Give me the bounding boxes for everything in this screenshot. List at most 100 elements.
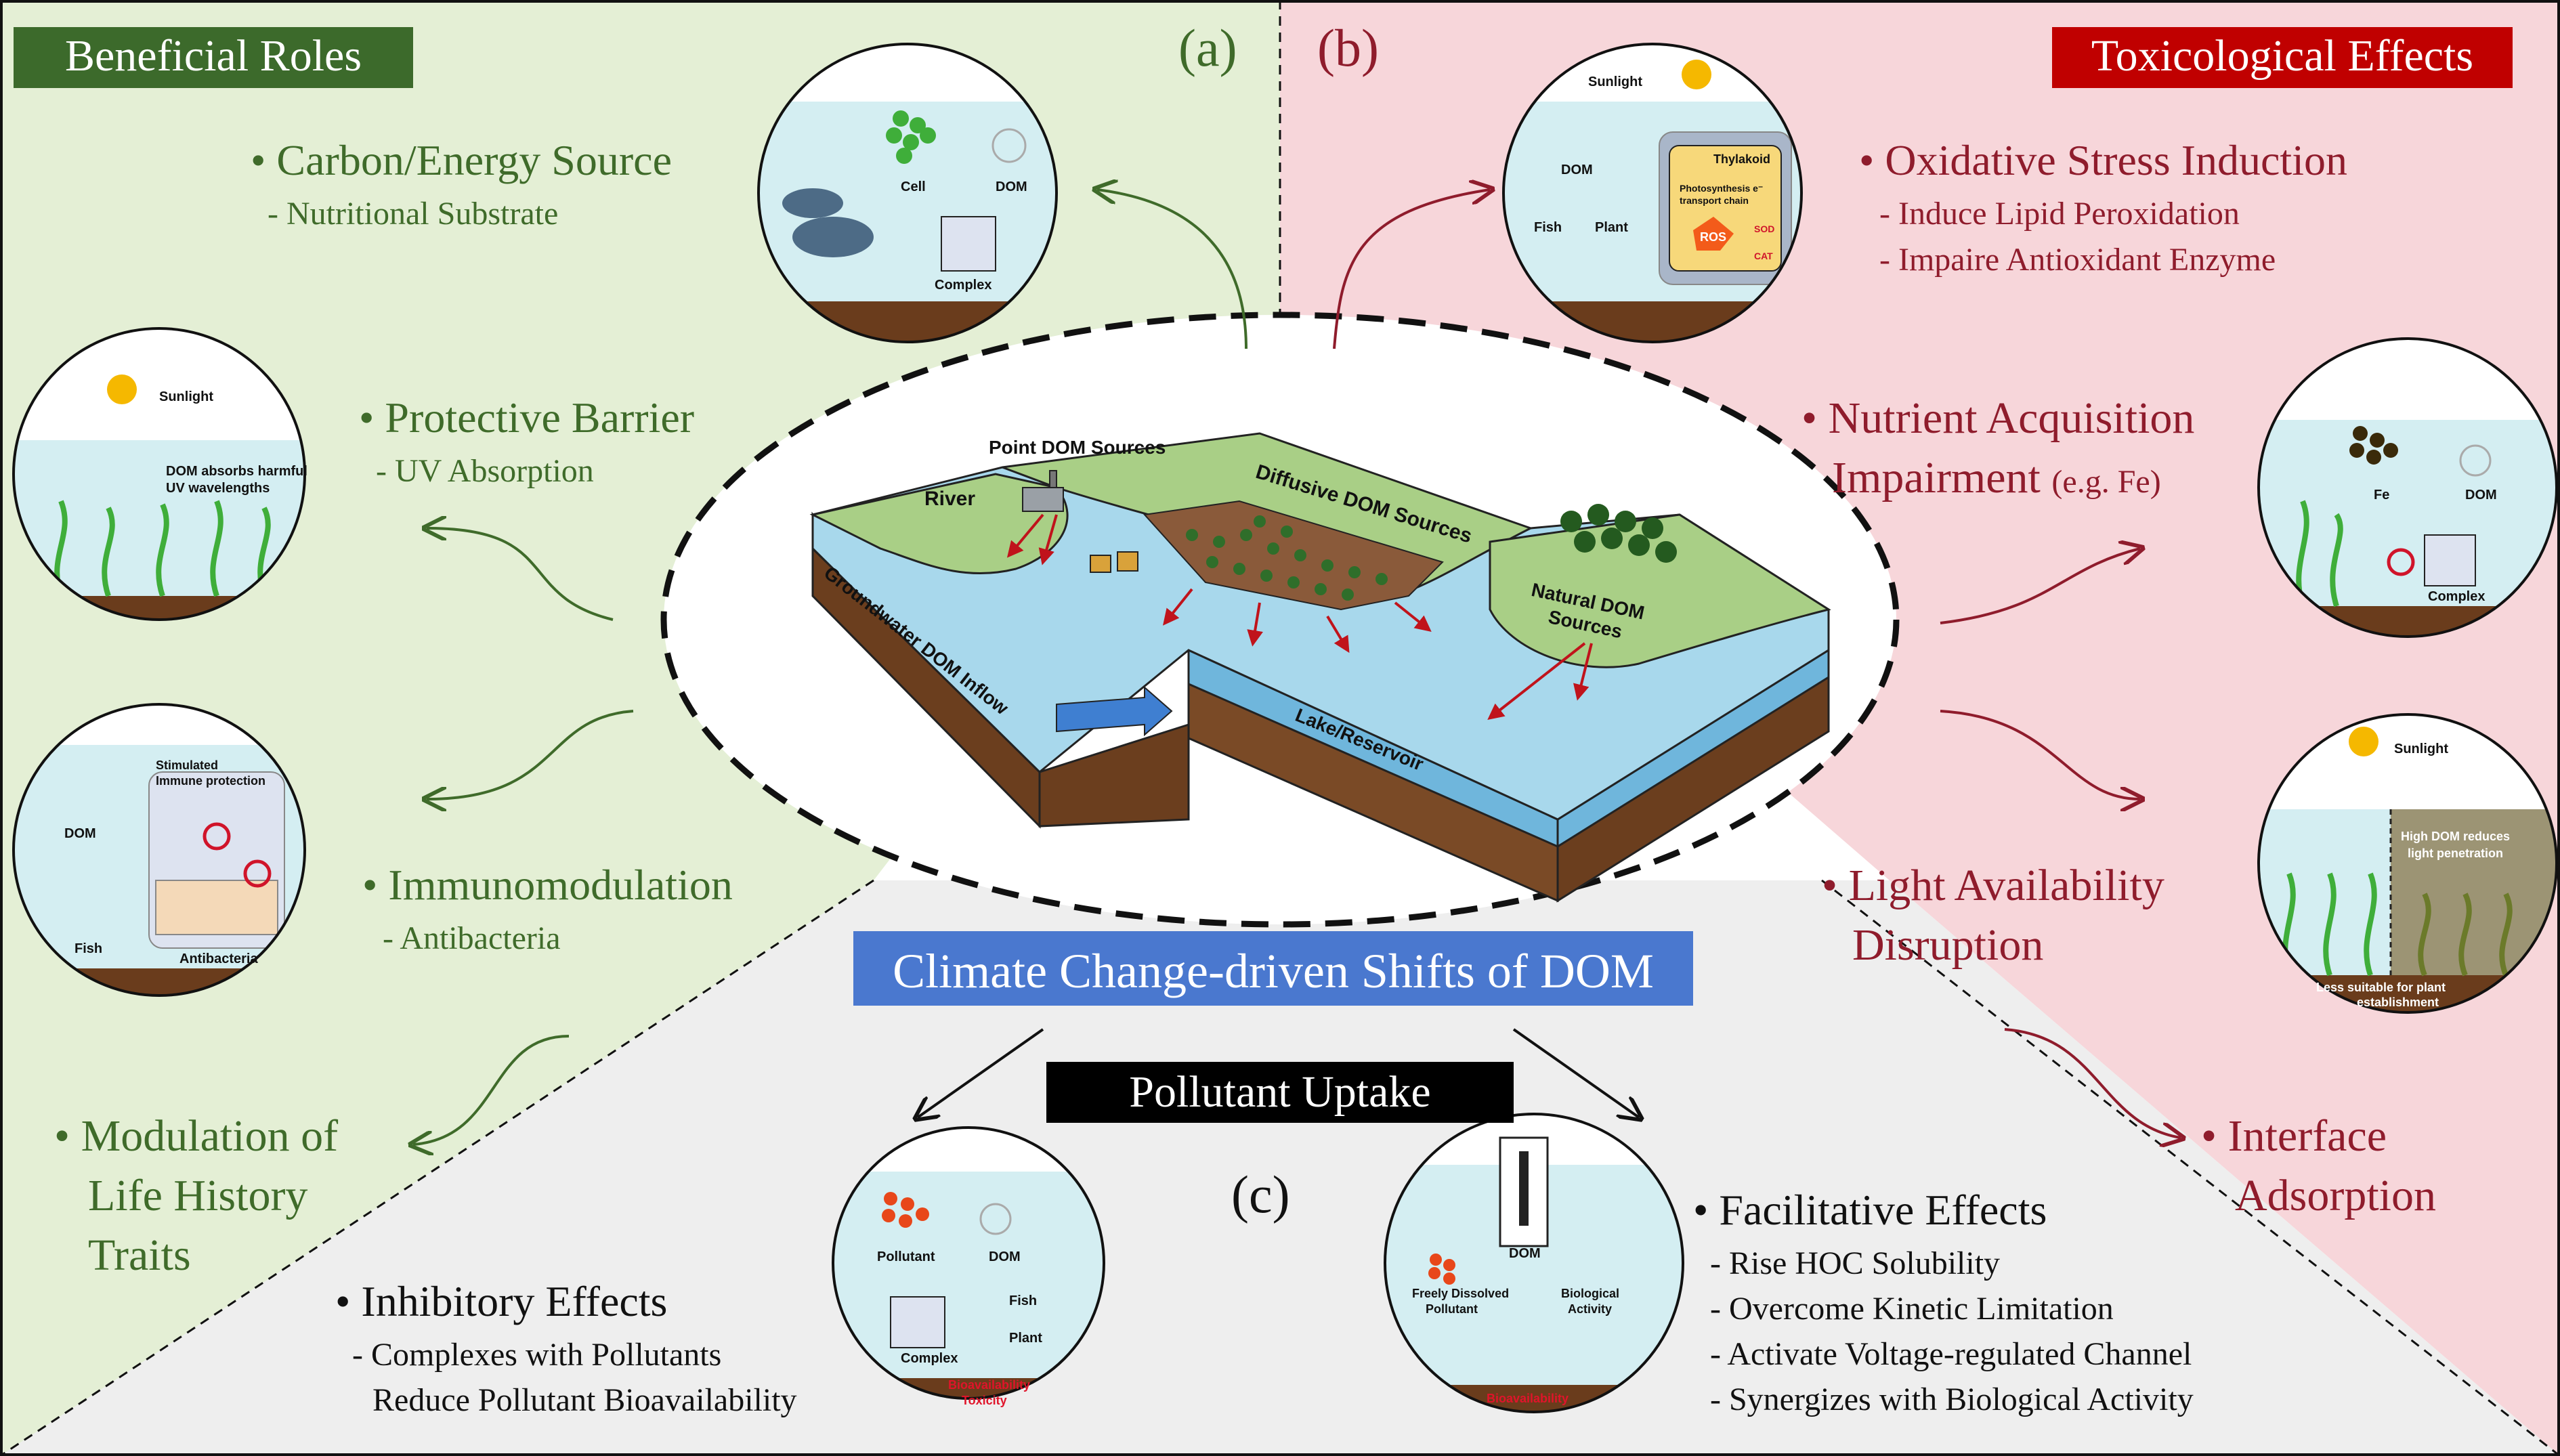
nutrient-eg: (e.g. Fe) — [2051, 464, 2161, 500]
ros-thylakoid-label: Thylakoid — [1713, 152, 1771, 166]
immune-antibacteria-label: Antibacteria — [179, 951, 258, 966]
lifehistory-line2: Life History — [88, 1171, 308, 1220]
interface-line1: • Interface — [2201, 1111, 2387, 1161]
pollutant-region — [0, 880, 2560, 1456]
arrow-to-interface — [2004, 1028, 2181, 1138]
light-foot2: establishment — [2357, 995, 2439, 1009]
ros-label: ROS — [1700, 230, 1727, 244]
nutrient-line2: Impairment (e.g. Fe) — [1832, 452, 2161, 504]
inhib-plant-label: Plant — [1009, 1331, 1042, 1346]
divider-left — [0, 879, 874, 1456]
interface-line2: Adsorption — [2235, 1171, 2436, 1220]
carbon-title: • Carbon/Energy Source — [251, 136, 672, 184]
oxidative-sub1: - Induce Lipid Peroxidation — [1879, 196, 2240, 232]
carbon-cell-label: Cell — [901, 179, 926, 194]
light-note1: High DOM reduces — [2401, 830, 2511, 843]
facilitative-sub4: - Synergizes with Biological Activity — [1710, 1382, 2194, 1417]
inhib-bio1: Bioavailability — [948, 1378, 1031, 1392]
inhib-pollutant-label: Pollutant — [877, 1249, 935, 1264]
landscape-block — [809, 432, 1831, 903]
inhib-fish-label: Fish — [1009, 1293, 1038, 1308]
inhibitory-sub1: - Complexes with Pollutants — [352, 1337, 722, 1373]
arrow-to-carbon — [1097, 190, 1247, 349]
fac-free1: Freely Dissolved — [1412, 1287, 1510, 1300]
carbon-complex-label: Complex — [935, 278, 992, 293]
ros-sod-label: SOD — [1754, 223, 1775, 234]
light-sunlight-label: Sunlight — [2394, 742, 2448, 756]
pollutant-banner: Pollutant Uptake — [1129, 1067, 1431, 1117]
immune-note2: Immune protection — [156, 774, 266, 788]
carbon-sub: - Nutritional Substrate — [268, 196, 559, 232]
point-sources-label: Point DOM Sources — [989, 437, 1166, 458]
ros-cat-label: CAT — [1754, 251, 1773, 261]
climate-banner: Climate Change-driven Shifts of DOM — [893, 944, 1654, 998]
uv-note2: UV wavelengths — [166, 481, 270, 496]
panel-letter-c: (c) — [1231, 1165, 1290, 1224]
ros-sunlight-label: Sunlight — [1588, 74, 1642, 89]
nutrient-line2-text: Impairment — [1832, 453, 2041, 502]
light-note2: light penetration — [2408, 847, 2503, 860]
immuno-sub: - Antibacteria — [383, 920, 561, 956]
fac-bio1: Biological — [1561, 1287, 1620, 1300]
arrow-to-nutrient — [1940, 549, 2140, 624]
climate-banner-bg — [853, 931, 1693, 1006]
fe-label: Fe — [2374, 488, 2390, 502]
circle-oxidative-stress — [1503, 44, 1801, 342]
facilitative-title: • Facilitative Effects — [1693, 1186, 2047, 1234]
fe-complex-label: Complex — [2428, 589, 2486, 604]
arrow-to-immuno — [427, 710, 634, 799]
inhibitory-sub2: Reduce Pollutant Bioavailability — [372, 1382, 797, 1418]
arrow-to-oxidative — [1333, 190, 1490, 349]
uv-note1: DOM absorbs harmful — [166, 464, 307, 479]
inhib-bio2: Toxicity — [962, 1394, 1007, 1407]
carbon-dom-label: DOM — [996, 179, 1027, 194]
circle-uv-absorption — [14, 328, 305, 620]
ros-plant-label: Plant — [1595, 220, 1628, 235]
facilitative-sub3: - Activate Voltage-regulated Channel — [1710, 1336, 2192, 1372]
arrow-to-lifehistory — [413, 1035, 570, 1144]
beneficial-banner: Beneficial Roles — [64, 31, 362, 81]
beneficial-banner-bg — [14, 27, 413, 88]
circle-facilitative — [1385, 1114, 1683, 1412]
panel-letter-a: (a) — [1178, 18, 1237, 77]
protective-title: • Protective Barrier — [359, 393, 695, 442]
fac-bio2: Activity — [1568, 1302, 1613, 1316]
lifehistory-line3: Traits — [88, 1230, 191, 1280]
toxic-banner-bg — [2052, 27, 2513, 88]
fac-dom-label: DOM — [1509, 1246, 1541, 1261]
immune-fish-label: Fish — [74, 941, 103, 956]
light-line2: Disruption — [1852, 920, 2044, 970]
light-foot1: Less suitable for plant — [2316, 981, 2446, 994]
immuno-title: • Immunomodulation — [362, 861, 733, 909]
nutrient-line1: • Nutrient Acquisition — [1801, 393, 2195, 443]
fac-free2: Pollutant — [1426, 1302, 1478, 1316]
oxidative-sub2: - Impaire Antioxidant Enzyme — [1879, 242, 2276, 278]
ros-dom-label: DOM — [1561, 163, 1593, 177]
inhib-complex-label: Complex — [901, 1351, 958, 1366]
circle-carbon-energy — [759, 44, 1057, 342]
fac-bioavailability: Bioavailability — [1487, 1392, 1569, 1405]
immune-dom-label: DOM — [64, 826, 96, 841]
inhibitory-title: • Inhibitory Effects — [335, 1277, 668, 1325]
arrow-to-protective — [427, 528, 614, 621]
arrow-to-inhibitory — [918, 1028, 1044, 1117]
uv-sunlight-label: Sunlight — [159, 389, 213, 404]
arrow-to-light — [1940, 710, 2140, 799]
pollutant-banner-bg — [1046, 1062, 1514, 1123]
ros-chain2: transport chain — [1680, 195, 1749, 206]
river-label: River — [924, 488, 976, 510]
circle-immunomodulation — [14, 704, 305, 995]
toxic-banner: Toxicological Effects — [2091, 31, 2474, 81]
immune-note1: Stimulated — [156, 758, 219, 772]
arrow-to-facilitative — [1512, 1028, 1639, 1117]
light-line1: • Light Availability — [1822, 861, 2164, 910]
lifehistory-line1: • Modulation of — [54, 1111, 339, 1161]
ros-chain1: Photosynthesis e⁻ — [1680, 183, 1764, 194]
fe-dom-label: DOM — [2465, 488, 2497, 502]
ros-fish-label: Fish — [1534, 220, 1562, 235]
protective-sub: - UV Absorption — [376, 453, 594, 489]
oxidative-title: • Oxidative Stress Induction — [1859, 136, 2347, 184]
